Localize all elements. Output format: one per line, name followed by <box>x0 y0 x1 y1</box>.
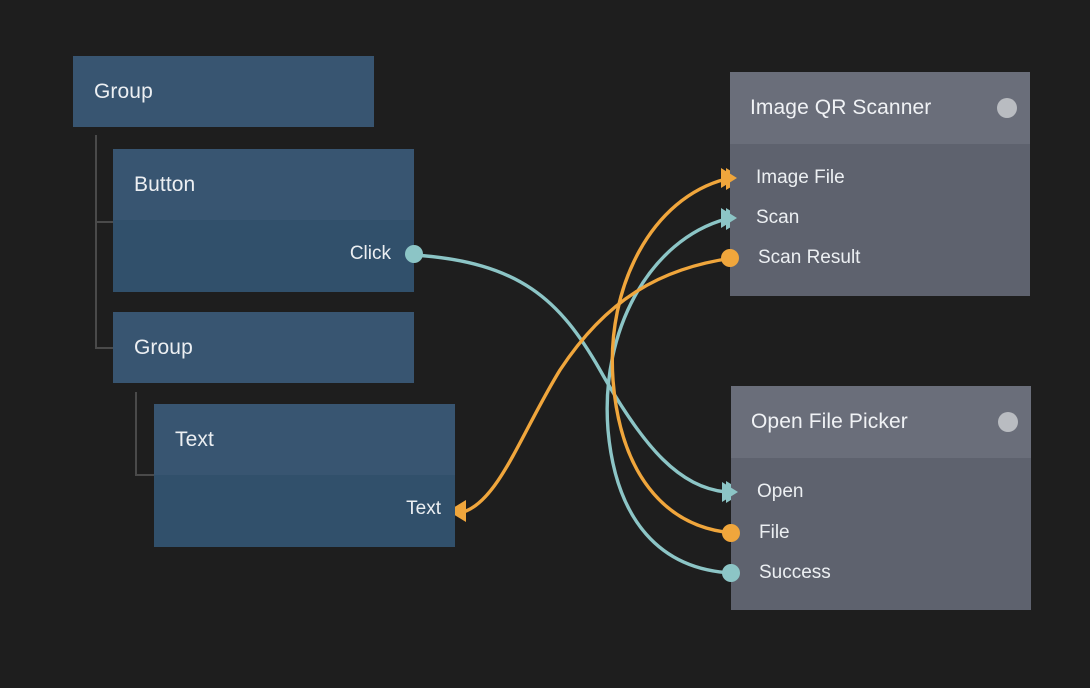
port-text-in[interactable]: Text <box>406 496 455 522</box>
node-header[interactable]: Button <box>113 149 414 220</box>
port-label: Success <box>759 562 831 583</box>
tree-bracket-stub-group-child <box>95 347 113 349</box>
node-text[interactable]: Text Text <box>154 404 455 547</box>
port-success[interactable]: Success <box>722 560 831 586</box>
node-group-child[interactable]: Group <box>113 312 414 383</box>
node-header[interactable]: Open File Picker <box>731 386 1031 458</box>
node-title: Button <box>134 172 196 196</box>
port-label: Text <box>406 498 441 519</box>
wire-success-to-scan <box>605 217 735 575</box>
node-title: Text <box>175 427 214 451</box>
node-header[interactable]: Image QR Scanner <box>730 72 1030 144</box>
port-label: Image File <box>756 167 845 188</box>
node-header[interactable]: Text <box>154 404 455 475</box>
port-image-file[interactable]: Image File <box>721 165 845 191</box>
port-label: Click <box>349 243 391 264</box>
node-button[interactable]: Button Click <box>113 149 423 292</box>
tree-bracket-vertical-1 <box>95 135 97 349</box>
node-image-qr-scanner[interactable]: Image QR Scanner Image File Scan Scan Re… <box>721 72 1030 296</box>
port-open[interactable]: Open <box>722 479 804 505</box>
node-title: Open File Picker <box>751 410 908 433</box>
node-body: Click <box>113 220 423 292</box>
tree-bracket-stub-button <box>95 221 113 223</box>
node-group-root[interactable]: Group <box>73 56 374 127</box>
collapse-dot-icon[interactable] <box>997 98 1017 118</box>
port-label: Scan Result <box>758 247 861 268</box>
node-body: Text <box>154 475 455 547</box>
port-file[interactable]: File <box>722 520 790 546</box>
node-header[interactable]: Group <box>73 56 374 127</box>
tree-bracket-vertical-2 <box>135 392 137 476</box>
port-arrow-teal-icon[interactable] <box>722 482 738 502</box>
port-label: Open <box>757 481 804 502</box>
node-body: Open File Success <box>722 458 1031 610</box>
port-arrow-orange-icon[interactable] <box>721 168 737 188</box>
port-arrow-teal-icon[interactable] <box>721 208 737 228</box>
wire-scanresult-to-text <box>464 256 735 513</box>
port-label: File <box>759 522 790 543</box>
port-dot-teal-icon[interactable] <box>722 564 740 582</box>
port-label: Scan <box>756 207 800 228</box>
tree-bracket-stub-text <box>135 474 154 476</box>
port-scan-result[interactable]: Scan Result <box>721 245 861 271</box>
port-dot-teal-icon[interactable] <box>405 245 423 263</box>
node-open-file-picker[interactable]: Open File Picker Open File Success <box>722 386 1031 610</box>
port-click[interactable]: Click <box>349 241 423 267</box>
port-scan[interactable]: Scan <box>721 205 800 231</box>
node-title: Image QR Scanner <box>750 96 932 119</box>
node-body: Image File Scan Scan Result <box>721 144 1030 296</box>
node-header[interactable]: Group <box>113 312 414 383</box>
port-dot-orange-icon[interactable] <box>722 524 740 542</box>
wire-click-to-open <box>412 253 728 494</box>
node-title: Group <box>94 79 153 103</box>
collapse-dot-icon[interactable] <box>998 412 1018 432</box>
wire-file-to-image-file <box>610 177 735 535</box>
node-title: Group <box>134 335 193 359</box>
port-dot-orange-icon[interactable] <box>721 249 739 267</box>
